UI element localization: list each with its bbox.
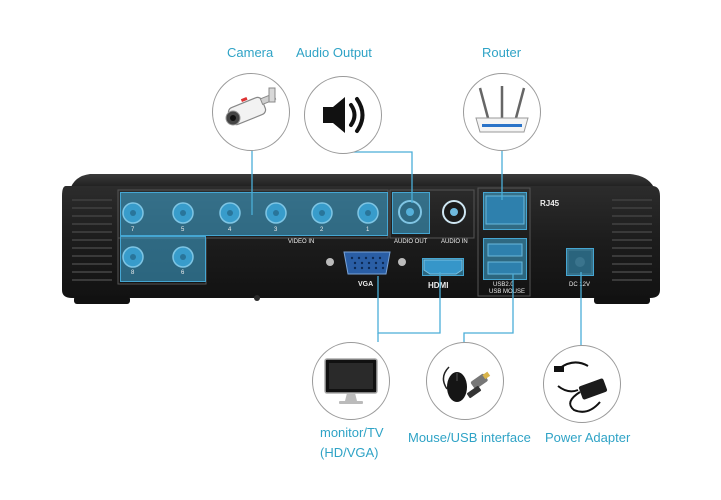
monitor-icon	[312, 342, 390, 420]
video-in-highlight	[120, 192, 388, 236]
vga-label: VGA	[358, 281, 374, 288]
router-caption: Router	[482, 45, 522, 60]
channel-number: 5	[181, 227, 185, 233]
power-adapter-caption: Power Adapter	[545, 430, 631, 445]
audio-out-label: AUDIO OUT	[394, 239, 428, 245]
camera-caption: Camera	[227, 45, 274, 60]
right-vent	[612, 199, 652, 281]
channel-number: 7	[131, 227, 135, 233]
channel-number: 6	[181, 270, 185, 276]
audio-out-highlight	[392, 192, 430, 234]
channel-number: 2	[320, 227, 324, 233]
usb-mouse-label: USB MOUSE	[489, 289, 526, 295]
power-adapter-icon	[543, 345, 621, 423]
monitor-caption-sub: (HD/VGA)	[320, 445, 379, 460]
usb-label: USB2.0	[493, 282, 514, 288]
usb-highlight	[483, 238, 527, 280]
speaker-icon	[304, 76, 382, 154]
hdmi-highlight	[422, 258, 464, 276]
audio-in-jack	[442, 200, 466, 224]
dc-highlight	[566, 248, 594, 276]
channel-number: 4	[228, 227, 232, 233]
channel-number: 3	[274, 227, 278, 233]
monitor-caption: monitor/TV	[320, 425, 384, 440]
audio-output-caption: Audio Output	[296, 45, 372, 60]
mouse-usb-caption: Mouse/USB interface	[408, 430, 531, 445]
left-vent	[72, 199, 112, 281]
rj45-highlight	[483, 192, 527, 230]
camera-icon	[212, 73, 290, 151]
video-in-highlight-lower	[120, 236, 206, 282]
rj45-label: RJ45	[540, 199, 560, 208]
channel-number: 8	[131, 270, 135, 276]
video-in-label: VIDEO IN	[288, 239, 315, 245]
dc-label: DC 12V	[569, 282, 591, 288]
audio-in-label: AUDIO IN	[441, 239, 468, 245]
router-icon	[463, 73, 541, 151]
mouse-usb-icon	[426, 342, 504, 420]
channel-number: 1	[366, 227, 370, 233]
hdmi-label: HDMI	[428, 281, 449, 290]
